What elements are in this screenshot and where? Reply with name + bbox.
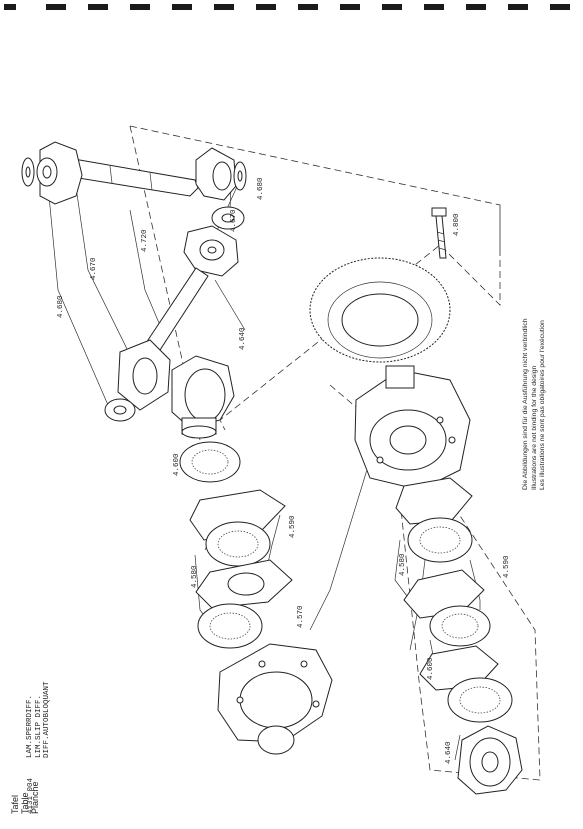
registration-mark: [508, 4, 528, 10]
callout-4580-left: 4.580: [191, 565, 199, 588]
pinion-gear-top-left: [21, 141, 83, 205]
callout-4600-left: 4.600: [173, 453, 181, 476]
callout-4680-right: 4.680: [257, 177, 265, 200]
registration-mark: [466, 4, 486, 10]
registration-mark: [340, 4, 360, 10]
callout-4680-top: 4.680: [57, 295, 65, 318]
ring-gear-bolt: [431, 207, 447, 259]
callout-4670-top: 4.670: [90, 257, 98, 280]
callout-4720: 4.720: [141, 229, 149, 252]
callouts: 4.680 4.670 4.720 4.680 4.670 4.640 4.80…: [57, 177, 511, 764]
pinion-gear-top-right: [195, 147, 247, 201]
callout-4590-right: 4.590: [503, 555, 511, 578]
callout-4580-right: 4.580: [399, 553, 407, 576]
callout-4590-left: 4.590: [289, 515, 297, 538]
friction-plates-right: [395, 477, 513, 723]
registration-strip: [4, 4, 570, 10]
registration-mark: [130, 4, 150, 10]
cross-shaft-diagonal: [147, 267, 209, 351]
registration-mark: [214, 4, 234, 10]
callout-4800: 4.800: [453, 213, 461, 236]
registration-mark: [424, 4, 444, 10]
spider-gear-middle: [183, 225, 239, 277]
registration-mark: [550, 4, 570, 10]
side-gear-top: [171, 355, 235, 439]
registration-mark: [172, 4, 192, 10]
registration-mark: [298, 4, 318, 10]
registration-mark: [256, 4, 276, 10]
thrust-washer-right: [211, 206, 245, 230]
registration-mark: [4, 4, 16, 10]
callout-4600-bottom: 4.600: [427, 657, 435, 680]
registration-mark: [382, 4, 402, 10]
spider-gear-lower: [104, 339, 171, 422]
differential-carrier-right: [354, 365, 471, 491]
assembly-outline: [129, 125, 541, 781]
side-gear-bottom: [457, 725, 523, 795]
callout-4640-top: 4.640: [239, 327, 247, 350]
registration-mark: [88, 4, 108, 10]
friction-plates-left: [179, 441, 293, 649]
registration-mark: [46, 4, 66, 10]
callout-4670-right: 4.670: [230, 209, 238, 232]
differential-housing-left: [217, 643, 333, 755]
cross-shaft-top: [65, 157, 199, 197]
callout-4640-bottom: 4.640: [445, 741, 453, 764]
callout-4570: 4.570: [297, 605, 305, 628]
ring-gear: [309, 257, 451, 363]
